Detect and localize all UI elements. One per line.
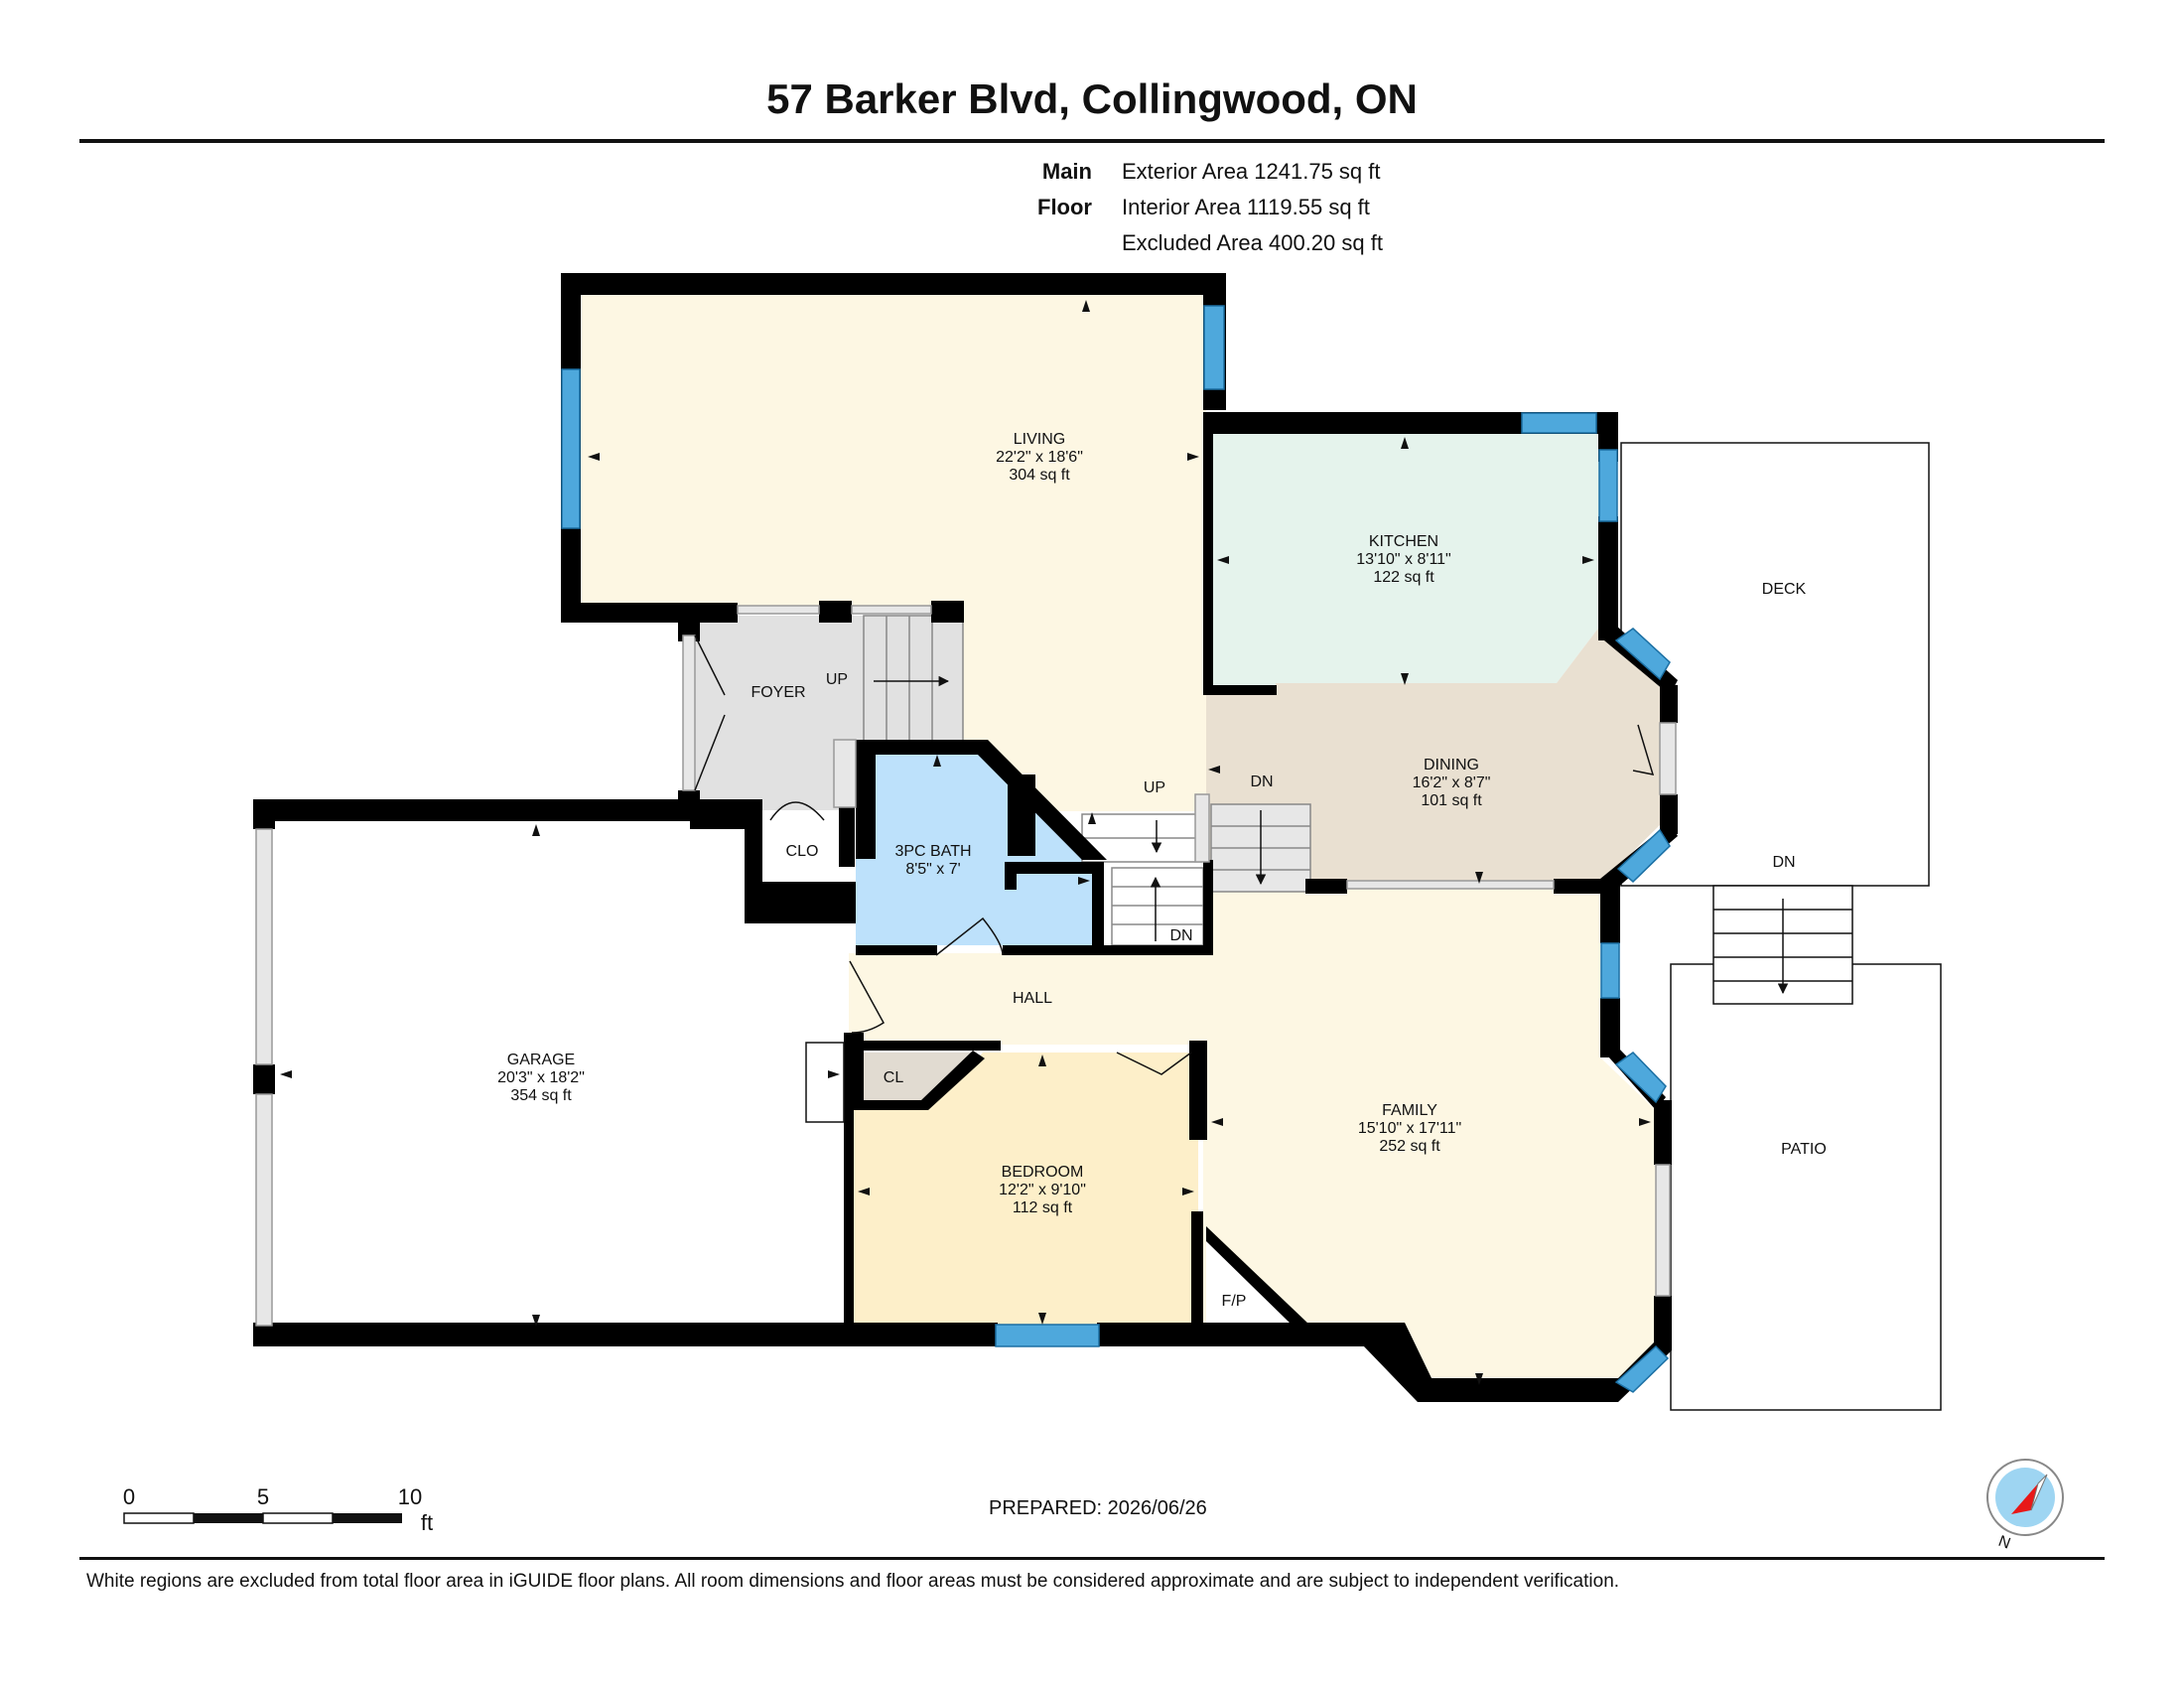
family-name: FAMILY xyxy=(1382,1102,1437,1119)
living-name: LIVING xyxy=(1014,431,1065,448)
excluded-area: Excluded Area 400.20 sq ft xyxy=(1122,230,1383,255)
bath-name: 3PC BATH xyxy=(894,843,971,860)
bath-dims: 8'5" x 7' xyxy=(905,861,960,878)
kitchen-name: KITCHEN xyxy=(1369,533,1438,550)
dining-dn-label: DN xyxy=(1250,774,1273,790)
deck-label: DECK xyxy=(1762,581,1807,598)
foyer-label: FOYER xyxy=(751,684,805,701)
cl-fill xyxy=(854,1053,973,1104)
bedroom-name: BEDROOM xyxy=(1002,1164,1084,1181)
fp-label: F/P xyxy=(1222,1293,1247,1310)
floor-name: Main Floor xyxy=(1037,159,1092,219)
garage-dims: 20'3" x 18'2" xyxy=(497,1069,585,1086)
kitchen-dims: 13'10" x 8'11" xyxy=(1356,551,1450,568)
dining-fill xyxy=(1206,626,1663,884)
scale-tick-5: 5 xyxy=(257,1484,269,1509)
bedroom-fill xyxy=(854,1053,1198,1331)
bedroom-area: 112 sq ft xyxy=(1013,1199,1073,1216)
garage-area: 354 sq ft xyxy=(510,1087,572,1104)
compass-icon: N xyxy=(1986,1459,2064,1553)
compass-label: N xyxy=(1996,1533,2013,1553)
door-openings xyxy=(255,605,1677,1327)
title-rule xyxy=(79,139,2105,143)
deck-dn-label: DN xyxy=(1772,854,1795,871)
disclaimer: White regions are excluded from total fl… xyxy=(86,1571,1620,1592)
patio-area xyxy=(1670,963,1942,1411)
bath-stairs xyxy=(1111,867,1204,946)
interior-area: Interior Area 1119.55 sq ft xyxy=(1122,195,1370,219)
bath-dn-label: DN xyxy=(1169,927,1192,944)
family-main-fill xyxy=(1203,886,1663,1395)
windows xyxy=(561,305,1671,1393)
foyer-fill xyxy=(690,616,864,810)
living-fill xyxy=(576,290,1206,616)
room-labels: LIVING 22'2" x 18'6" 304 sq ft KITCHEN 1… xyxy=(497,431,1827,1310)
living-area: 304 sq ft xyxy=(1009,467,1070,484)
hall-label: HALL xyxy=(1013,990,1052,1007)
garage-name: GARAGE xyxy=(507,1052,575,1068)
kitchen-area: 122 sq ft xyxy=(1373,569,1434,586)
cl-label: CL xyxy=(884,1069,904,1086)
scale-tick-0: 0 xyxy=(123,1484,135,1509)
deck-steps xyxy=(1712,885,1853,1005)
foyer-stairs xyxy=(863,615,964,744)
dining-stairs xyxy=(1210,803,1311,893)
door-swings xyxy=(694,634,1655,1075)
dining-dims: 16'2" x 8'7" xyxy=(1413,774,1491,791)
scale-tick-10: 10 xyxy=(398,1484,422,1509)
scale-bar: 0 5 10 ft xyxy=(123,1484,433,1535)
bedroom-dims: 12'2" x 9'10" xyxy=(999,1182,1086,1198)
family-area: 252 sq ft xyxy=(1379,1138,1440,1155)
living-dims: 22'2" x 18'6" xyxy=(996,449,1083,466)
family-dims: 15'10" x 17'11" xyxy=(1358,1120,1461,1137)
walls xyxy=(253,273,1678,1402)
exterior-area: Exterior Area 1241.75 sq ft xyxy=(1122,159,1381,184)
foyer-up-label: UP xyxy=(826,671,848,688)
footer-rule xyxy=(79,1557,2105,1560)
prepared-date: PREPARED: 2026/06/26 xyxy=(989,1497,1207,1519)
kitchen-fill xyxy=(1213,433,1600,690)
dimension-arrows xyxy=(280,300,1651,1385)
patio-label: PATIO xyxy=(1781,1141,1827,1158)
dining-name: DINING xyxy=(1424,757,1479,774)
scale-unit: ft xyxy=(421,1510,433,1535)
dining-area: 101 sq ft xyxy=(1421,792,1482,809)
page-title: 57 Barker Blvd, Collingwood, ON xyxy=(766,75,1418,122)
hall-up-label: UP xyxy=(1144,779,1165,796)
clo-label: CLO xyxy=(786,843,819,860)
